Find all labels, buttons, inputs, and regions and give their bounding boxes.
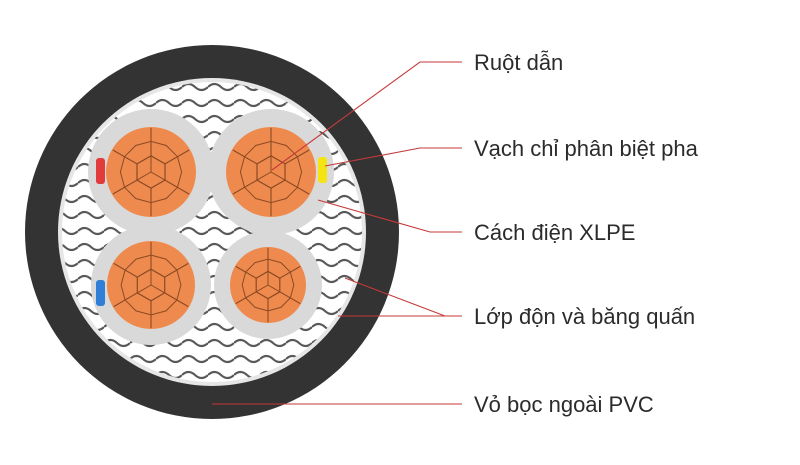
phase-marker-red <box>96 158 105 184</box>
label-sheath: Vỏ bọc ngoài PVC <box>474 392 654 417</box>
strand-center-spoke <box>137 284 152 294</box>
leader-lines <box>212 61 462 405</box>
leader-phase-marker <box>324 147 462 167</box>
cores <box>88 109 334 345</box>
strand-center-spoke <box>136 171 152 181</box>
strand-ring-2 <box>239 140 303 204</box>
strand-center-spoke <box>255 284 269 293</box>
label-insulation: Cách điện XLPE <box>474 220 635 245</box>
labels: Ruột dẫn Vạch chỉ phân biệt pha Cách điệ… <box>474 50 699 417</box>
label-phase-marker: Vạch chỉ phân biệt pha <box>474 136 699 161</box>
strand-center-spoke <box>256 171 272 181</box>
label-filler-tape: Lớp độn và băng quấn <box>474 304 695 329</box>
phase-marker-yellow <box>318 157 327 183</box>
strand-ring-1 <box>119 140 183 204</box>
leader-conductor <box>271 61 462 171</box>
strand-center-spoke <box>150 284 165 294</box>
leader-filler-a <box>344 277 446 317</box>
strand-center-spoke <box>150 171 166 181</box>
conductor-strands <box>112 127 310 329</box>
strand-ring-4 <box>241 258 295 312</box>
strand-ring-3 <box>120 254 182 316</box>
phase-marker-blue <box>96 280 105 306</box>
leader-insulation <box>317 199 462 233</box>
strand-center-spoke <box>270 171 286 181</box>
label-conductor: Ruột dẫn <box>474 50 563 75</box>
strand-center-spoke <box>267 284 281 293</box>
